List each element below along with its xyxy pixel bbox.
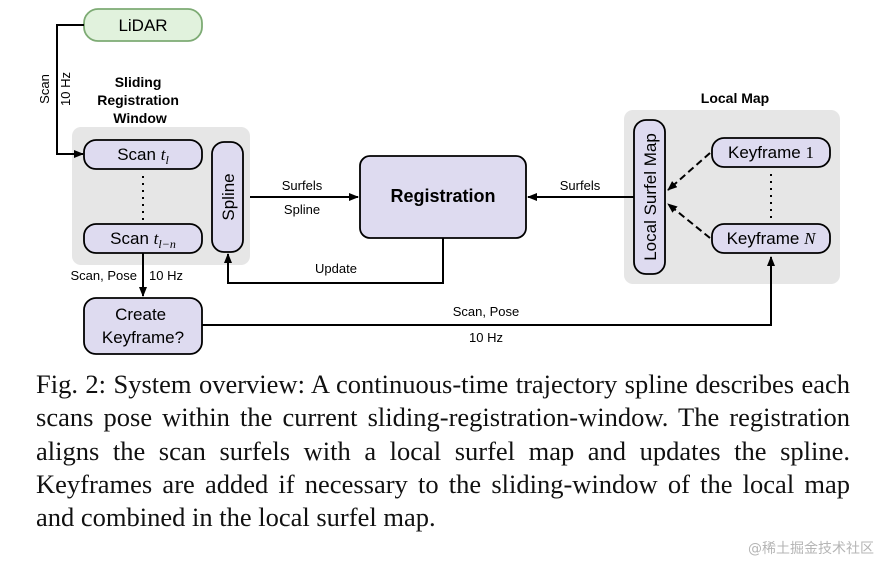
create-keyframe-line-1: Create bbox=[115, 305, 166, 324]
scan-latest-base: Scan bbox=[117, 145, 160, 164]
sliding-window-title: Sliding Registration Window bbox=[97, 74, 183, 126]
local-surfel-map-label: Local Surfel Map bbox=[641, 133, 660, 261]
registration-label: Registration bbox=[390, 186, 495, 206]
sliding-window-title-line-3: Window bbox=[113, 110, 167, 126]
keyframe-last-label: Keyframe N bbox=[727, 229, 817, 248]
edge-surfels-right-label: Surfels bbox=[560, 178, 601, 193]
keyframe-last-index: N bbox=[803, 229, 817, 248]
edge-rate-bottom-label: 10 Hz bbox=[469, 330, 503, 345]
edge-update-label: Update bbox=[315, 261, 357, 276]
keyframe-first-index: 1 bbox=[805, 143, 814, 162]
sliding-window-title-line-1: Sliding bbox=[115, 74, 162, 90]
sliding-window-title-line-2: Registration bbox=[97, 92, 179, 108]
lidar-to-scan-edge bbox=[56, 24, 84, 158]
update-edge bbox=[224, 238, 444, 284]
scan-latest-var: t bbox=[161, 145, 167, 164]
spline-node bbox=[211, 141, 244, 253]
edge-scan-pose-left-label: Scan, Pose bbox=[71, 268, 138, 283]
edge-spline-left-label: Spline bbox=[284, 202, 320, 217]
keyframe-first-node bbox=[711, 137, 831, 168]
keyframe-first-label: Keyframe 1 bbox=[728, 143, 814, 162]
keyframe-last-node bbox=[711, 223, 831, 254]
keyframe-last-to-map-edge bbox=[667, 203, 711, 239]
keyframe-first-base: Keyframe bbox=[728, 143, 805, 162]
scan-oldest-label: Scan tl−n bbox=[110, 229, 176, 251]
spline-label: Spline bbox=[219, 173, 238, 220]
scan-latest-index: l bbox=[165, 153, 169, 167]
scan-latest-node bbox=[83, 139, 203, 170]
lidar-edge-scan-label: Scan bbox=[37, 74, 52, 104]
edge-surfels-left-label: Surfels bbox=[282, 178, 323, 193]
watermark: @稀土掘金技术社区 bbox=[748, 541, 874, 557]
create-keyframe-label: Create Keyframe? bbox=[102, 305, 184, 347]
edge-scan-pose-bottom-label: Scan, Pose bbox=[453, 304, 520, 319]
scan-oldest-index: l−n bbox=[158, 237, 175, 251]
scan-oldest-var: t bbox=[154, 229, 160, 248]
figure-caption: Fig. 2: System overview: A continuous-ti… bbox=[36, 369, 850, 533]
local-surfel-map-node bbox=[633, 119, 666, 275]
local-map-title: Local Map bbox=[701, 90, 769, 106]
system-overview-diagram: Sliding Registration Window Local Map Li… bbox=[37, 8, 840, 355]
lidar-edge-rate-label: 10 Hz bbox=[58, 72, 73, 106]
create-keyframe-line-2: Keyframe? bbox=[102, 328, 184, 347]
edge-rate-left-label: 10 Hz bbox=[149, 268, 183, 283]
lidar-label: LiDAR bbox=[118, 16, 167, 35]
keyframe-check-to-keyframe-edge bbox=[202, 256, 775, 326]
keyframe-last-base: Keyframe bbox=[727, 229, 804, 248]
scan-oldest-base: Scan bbox=[110, 229, 153, 248]
scan-latest-label: Scan tl bbox=[117, 145, 169, 167]
keyframe-first-to-map-edge bbox=[667, 152, 711, 191]
